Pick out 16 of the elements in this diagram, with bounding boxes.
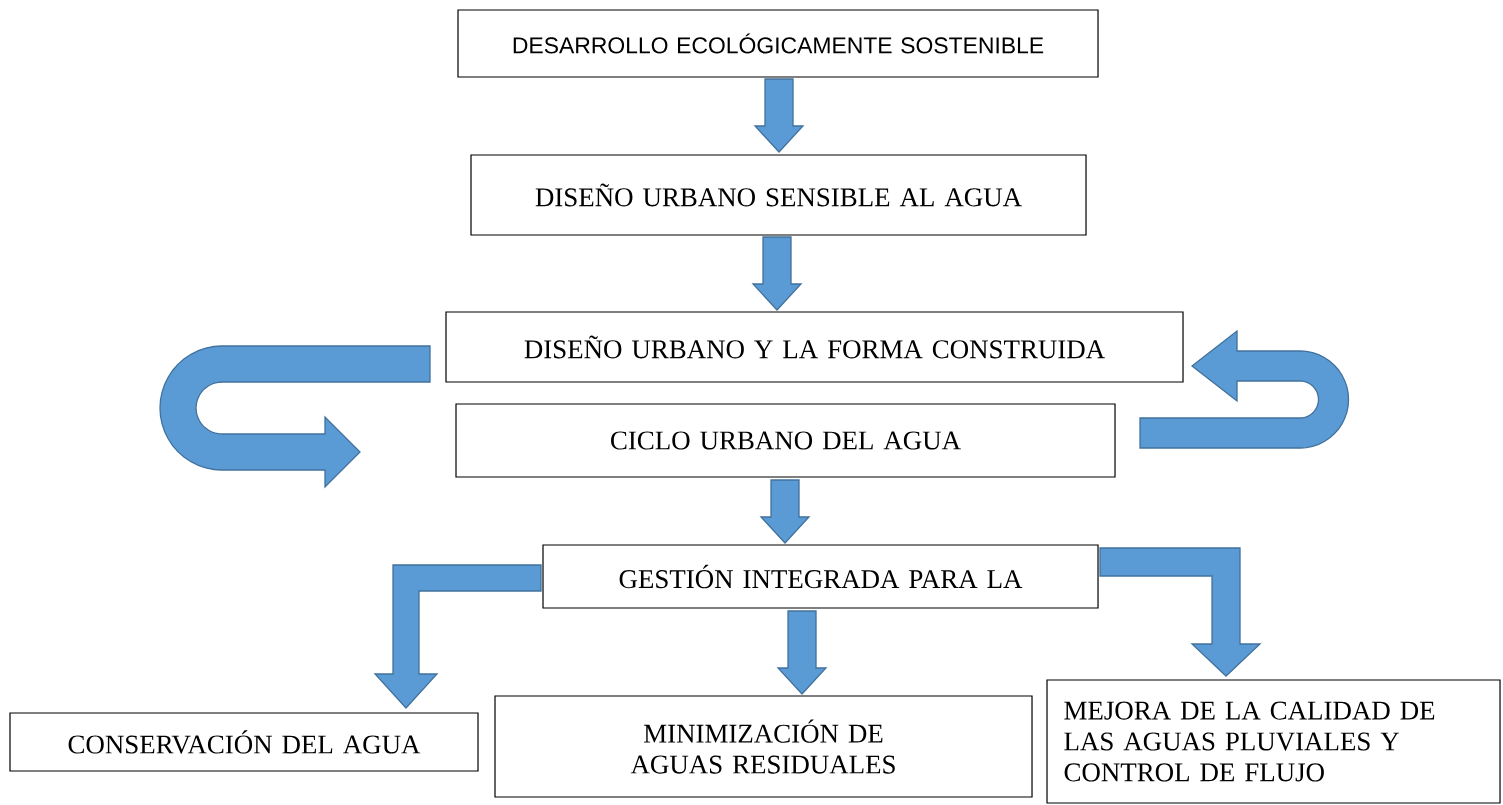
- text-box: CICLO URBANO DEL AGUA: [455, 403, 1116, 478]
- block-arrow: [159, 345, 431, 489]
- block-arrow: [1139, 329, 1350, 449]
- block-arrow: [753, 78, 805, 153]
- text-box: MINIMIZACIÓN DE AGUAS RESIDUALES: [494, 695, 1033, 798]
- text-box: MEJORA DE LA CALIDAD DE LAS AGUAS PLUVIALES Y CONTROL DE FLUJO: [1046, 679, 1501, 804]
- block-arrow: [751, 236, 803, 311]
- block-arrow: [1099, 547, 1262, 677]
- block-arrow: [373, 564, 542, 709]
- text-box: GESTIÓN INTEGRADA PARA LA: [542, 544, 1099, 609]
- text-box: CONSERVACIÓN DEL AGUA: [9, 712, 479, 772]
- block-arrow: [759, 479, 811, 544]
- text-box: DISEÑO URBANO Y LA FORMA CONSTRUIDA: [445, 311, 1184, 383]
- text-box: DESARROLLO ECOLÓGICAMENTE SOSTENIBLE: [457, 9, 1099, 78]
- text-box: DISEÑO URBANO SENSIBLE AL AGUA: [470, 154, 1087, 236]
- block-arrow: [776, 610, 828, 695]
